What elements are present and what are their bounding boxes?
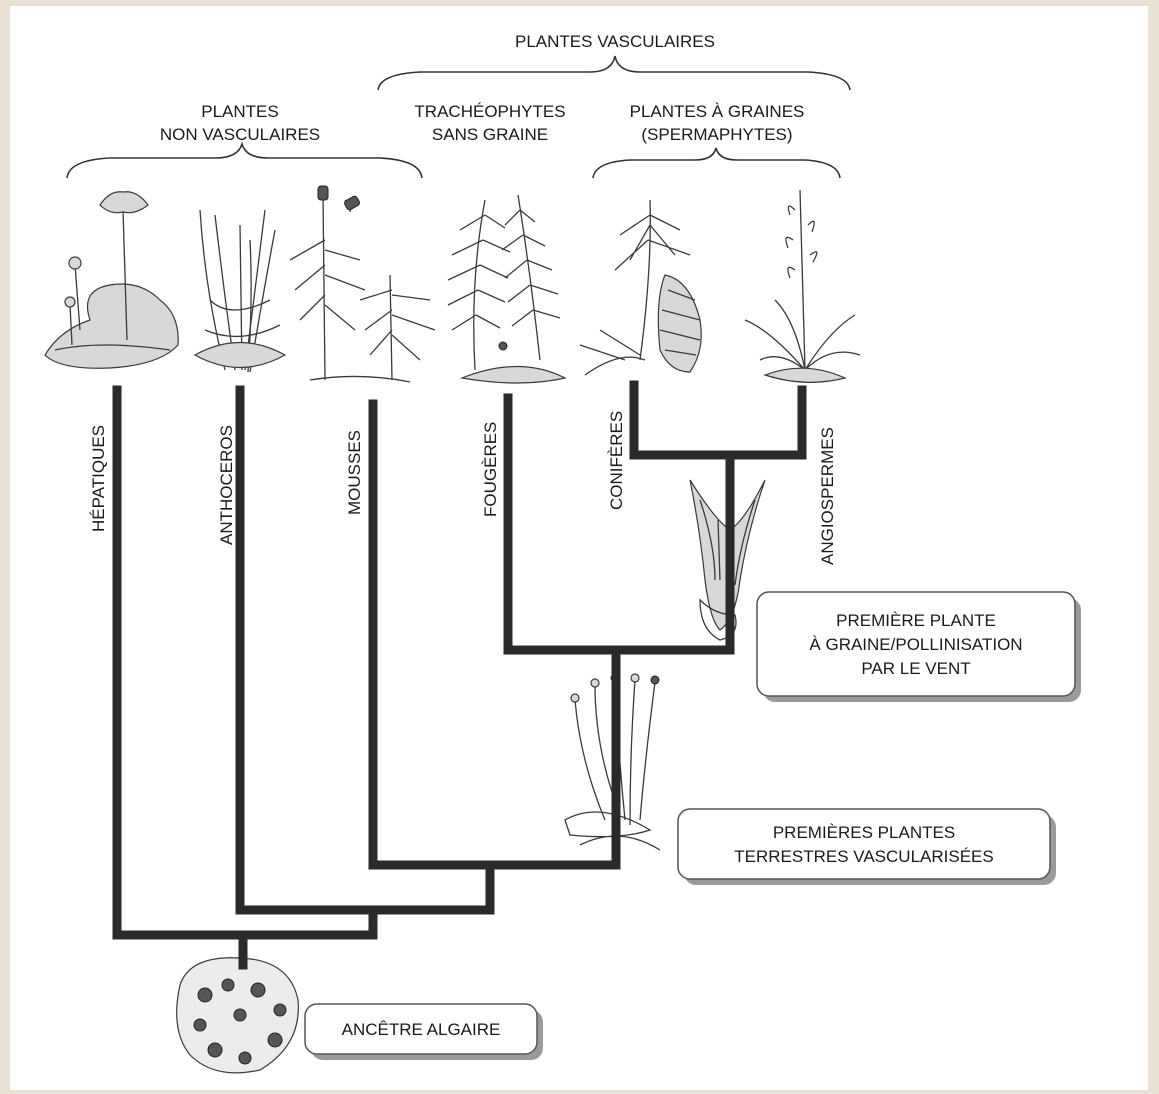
callout-vascular-land-line2: TERRESTRES VASCULARISÉES (734, 847, 993, 866)
group-label-seedless-1: TRACHÉOPHYTES (414, 102, 565, 121)
hornwort-illustration (193, 209, 287, 373)
callout-seed-plant-line2: À GRAINE/POLLINISATION (809, 635, 1022, 654)
group-label-seed-1: PLANTES À GRAINES (630, 102, 805, 121)
taxon-label-mousses: MOUSSES (345, 430, 364, 515)
angiosperm-illustration (744, 189, 861, 383)
fern-illustration (447, 194, 567, 384)
brace-seed (592, 147, 841, 179)
branch-fougeres (503, 393, 735, 655)
callout-seed-plant-line1: PREMIÈRE PLANTE (836, 611, 996, 630)
branch-coniferes (629, 380, 807, 460)
group-label-seed-2: (SPERMAPHYTES) (641, 125, 792, 144)
callout-ancestor: ANCÊTRE ALGAIRE (304, 1003, 543, 1060)
brace-vascular (377, 55, 851, 91)
phylogenetic-tree (112, 380, 807, 970)
callout-ancestor-label: ANCÊTRE ALGAIRE (342, 1020, 501, 1039)
taxon-label-coniferes: CONIFÈRES (607, 411, 626, 510)
branch-mousses (368, 399, 621, 870)
group-label-nonvascular-1: PLANTES (201, 102, 278, 121)
moss-illustration (289, 185, 436, 383)
callout-seed-plant: PREMIÈRE PLANTE À GRAINE/POLLINISATION P… (756, 591, 1081, 702)
liverwort-illustration (44, 191, 179, 369)
phylogeny-diagram: PLANTES VASCULAIRES PLANTES NON VASCULAI… (44, 32, 1081, 1074)
branch-mousses-join (368, 860, 495, 915)
callout-vascular-land: PREMIÈRES PLANTES TERRESTRES VASCULARISÉ… (677, 808, 1056, 885)
callout-seed-plant-line3: PAR LE VENT (861, 659, 970, 678)
branch-anthoceros (235, 385, 378, 915)
group-label-nonvascular-2: NON VASCULAIRES (160, 125, 320, 144)
callout-vascular-land-line1: PREMIÈRES PLANTES (773, 823, 955, 842)
branch-hepatiques (112, 385, 378, 940)
group-label-seedless-2: SANS GRAINE (432, 125, 548, 144)
taxon-label-hepatiques: HÉPATIQUES (89, 425, 108, 532)
conifer-illustration (579, 199, 702, 376)
group-label-vascular: PLANTES VASCULAIRES (515, 32, 715, 51)
taxon-label-angiospermes: ANGIOSPERMES (818, 427, 837, 565)
diagram-sheet: PLANTES VASCULAIRES PLANTES NON VASCULAI… (10, 6, 1148, 1090)
taxon-label-anthoceros: ANTHOCEROS (217, 425, 236, 545)
taxon-label-fougeres: FOUGÈRES (481, 422, 500, 517)
brace-nonvascular (66, 141, 423, 179)
algal-ancestor-illustration (176, 957, 299, 1074)
